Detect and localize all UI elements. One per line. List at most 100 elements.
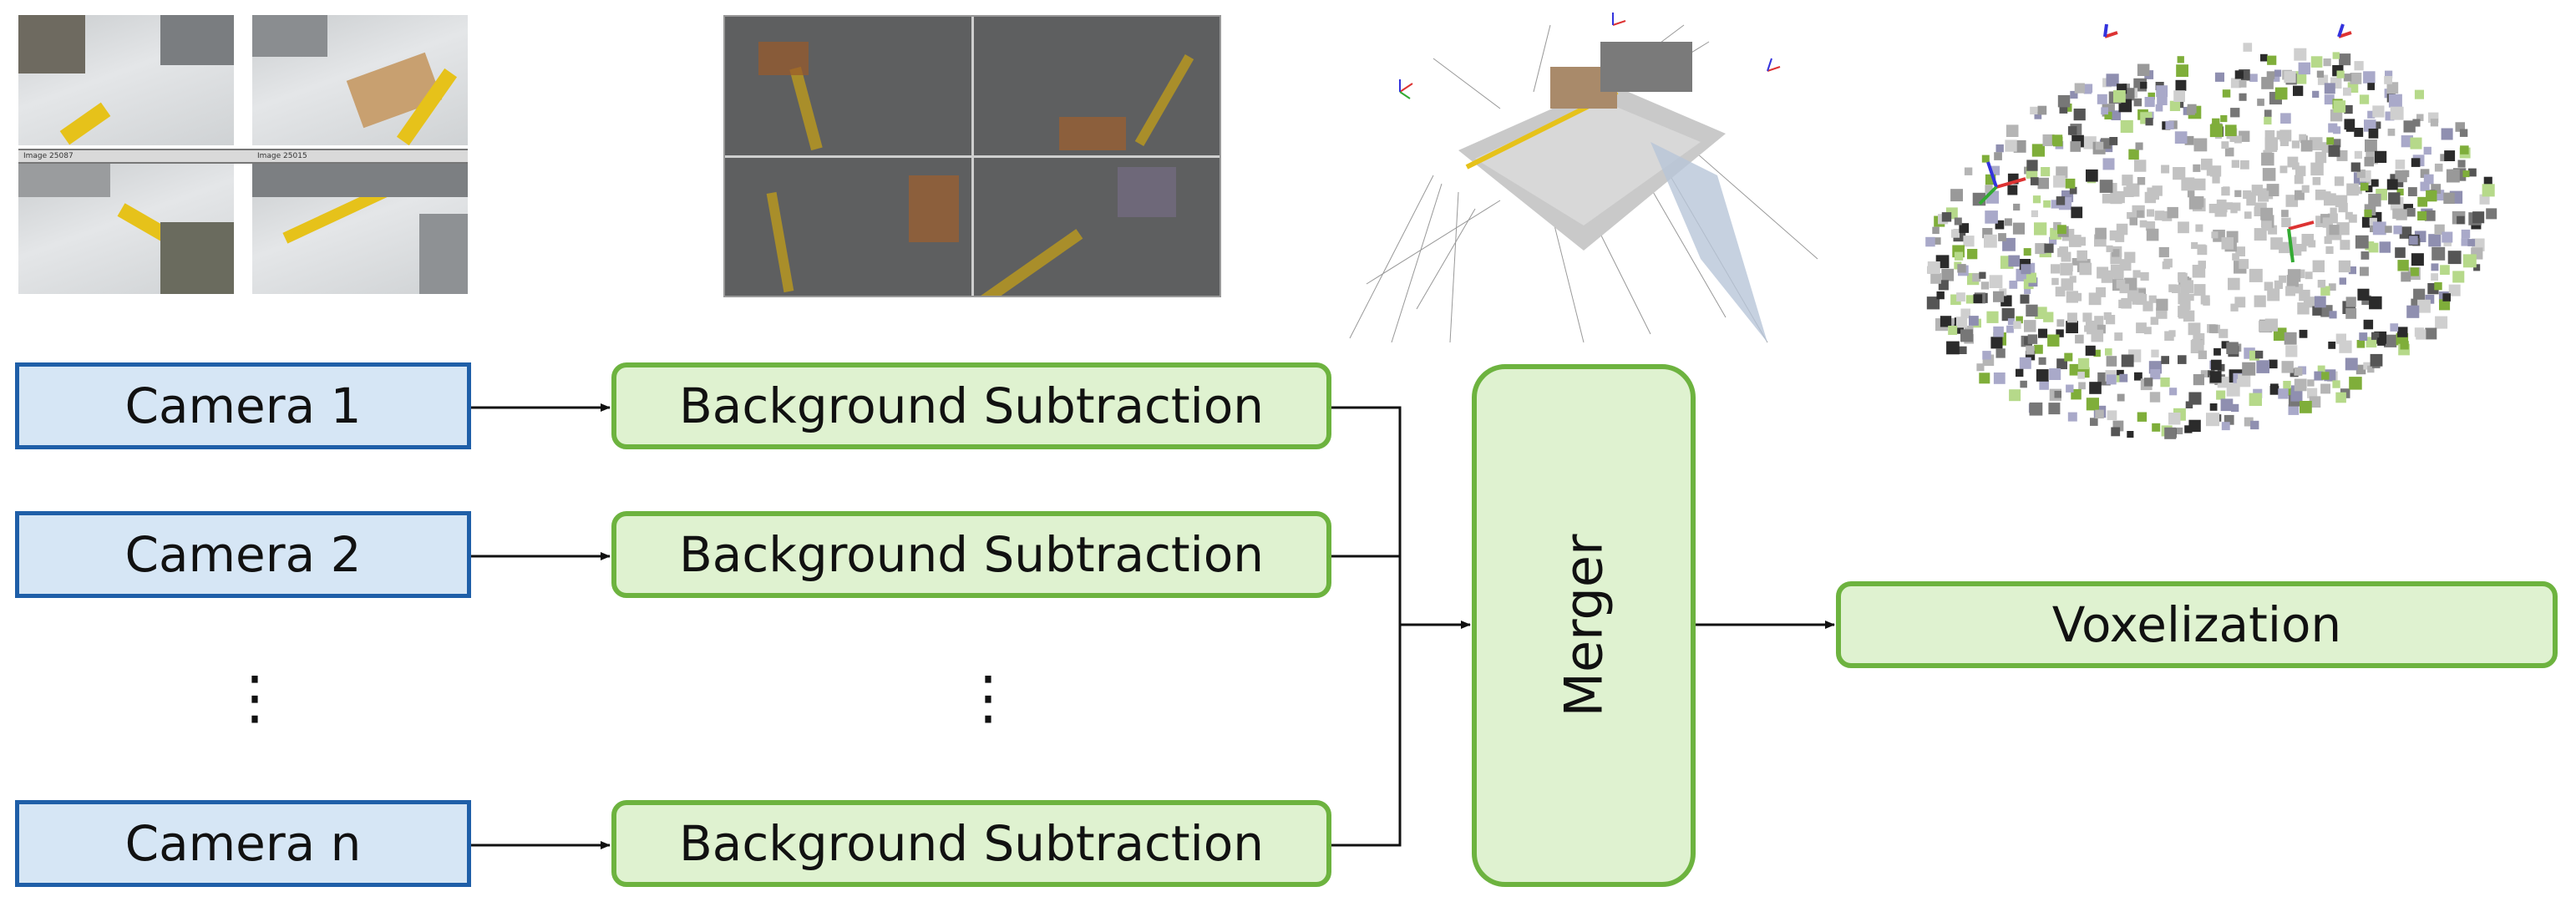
voxel — [2312, 177, 2321, 185]
voxel — [2350, 162, 2360, 172]
voxel — [2364, 156, 2374, 167]
voxel — [2007, 185, 2018, 195]
voxel — [2417, 211, 2427, 220]
voxel — [2077, 357, 2090, 370]
voxel — [2152, 423, 2161, 432]
voxel — [2192, 338, 2201, 348]
voxel — [2431, 263, 2439, 271]
voxel — [2224, 414, 2234, 425]
voxel — [2338, 260, 2351, 273]
voxel — [2356, 340, 2366, 348]
voxel — [2305, 271, 2313, 280]
camera-view-caption-bar: Image 25087 Image 25015 — [18, 149, 468, 164]
voxel — [2307, 379, 2315, 387]
voxel — [2299, 329, 2308, 338]
voxel — [2314, 296, 2326, 308]
voxel — [2162, 210, 2173, 221]
voxel — [2085, 320, 2097, 332]
voxel — [1979, 372, 1990, 384]
voxel — [2226, 383, 2240, 397]
voxel — [2209, 403, 2218, 411]
voxel — [2359, 94, 2370, 104]
voxel — [2299, 244, 2307, 252]
voxel — [2077, 236, 2086, 246]
voxel — [1927, 261, 1940, 274]
voxel — [2148, 295, 2157, 303]
voxel — [2211, 359, 2222, 371]
voxel — [2223, 186, 2230, 194]
voxel — [2016, 316, 2023, 324]
voxel — [2112, 190, 2125, 204]
voxel — [2385, 225, 2392, 233]
voxel — [2020, 294, 2030, 304]
voxel — [1954, 217, 1962, 225]
voxel — [2208, 324, 2219, 333]
voxel — [2365, 139, 2377, 152]
voxel — [2425, 327, 2437, 340]
voxel — [2299, 134, 2307, 142]
camera-n-label: Camera n — [124, 815, 362, 872]
voxel — [2044, 243, 2054, 253]
voxel — [2197, 245, 2208, 256]
voxel — [1993, 291, 2005, 302]
voxel — [2230, 78, 2241, 89]
voxel — [1926, 296, 1940, 310]
voxel — [2339, 53, 2351, 66]
voxel — [2095, 227, 2107, 240]
voxel — [2222, 89, 2231, 98]
voxel — [2336, 70, 2345, 79]
voxel — [2333, 126, 2341, 134]
voxel — [2365, 241, 2375, 251]
voxel — [2090, 418, 2098, 426]
voxel — [2261, 152, 2274, 166]
voxel — [2424, 210, 2436, 221]
voxel — [1981, 155, 1990, 163]
voxel — [2146, 228, 2159, 241]
voxel — [2360, 266, 2369, 276]
voxel — [2055, 286, 2066, 296]
voxel — [2013, 203, 2021, 211]
voxel — [2387, 129, 2396, 136]
voxel — [1990, 337, 2003, 349]
voxel — [2053, 221, 2061, 231]
voxel — [2410, 267, 2419, 276]
voxel — [2103, 312, 2112, 321]
voxel — [1960, 329, 1974, 342]
voxel — [2244, 417, 2254, 427]
voxel — [2324, 94, 2335, 105]
voxel — [2023, 248, 2031, 256]
background-subtraction-ellipsis: ⋮ — [959, 663, 1017, 732]
voxel — [2228, 277, 2240, 291]
voxel — [2309, 137, 2323, 150]
camera-view-caption-2: Image 25015 — [257, 152, 307, 160]
voxel — [2024, 287, 2031, 295]
voxel — [2295, 165, 2306, 176]
voxel — [2026, 346, 2035, 355]
voxel — [2198, 350, 2207, 359]
voxel — [2328, 342, 2336, 349]
voxel — [2384, 334, 2397, 347]
voxel — [2097, 324, 2106, 334]
voxel — [2269, 386, 2279, 395]
voxel — [2193, 374, 2204, 386]
voxel — [2234, 70, 2244, 79]
voxel — [2005, 139, 2017, 152]
voxel — [2330, 207, 2337, 215]
voxel — [2007, 318, 2015, 326]
voxel — [2332, 139, 2341, 148]
voxel — [2067, 412, 2077, 422]
voxel — [2151, 349, 2159, 357]
voxel — [2056, 166, 2068, 179]
voxel — [2137, 63, 2150, 76]
voxel — [2051, 277, 2059, 286]
voxel — [2401, 271, 2411, 282]
voxel — [2420, 169, 2430, 178]
voxel — [2109, 137, 2118, 145]
voxel — [2440, 154, 2448, 162]
voxel — [2150, 369, 2161, 380]
voxel — [2035, 307, 2047, 319]
voxel — [2149, 392, 2161, 403]
voxel — [2312, 90, 2320, 98]
voxel — [2357, 288, 2370, 301]
voxel — [2104, 111, 2112, 119]
